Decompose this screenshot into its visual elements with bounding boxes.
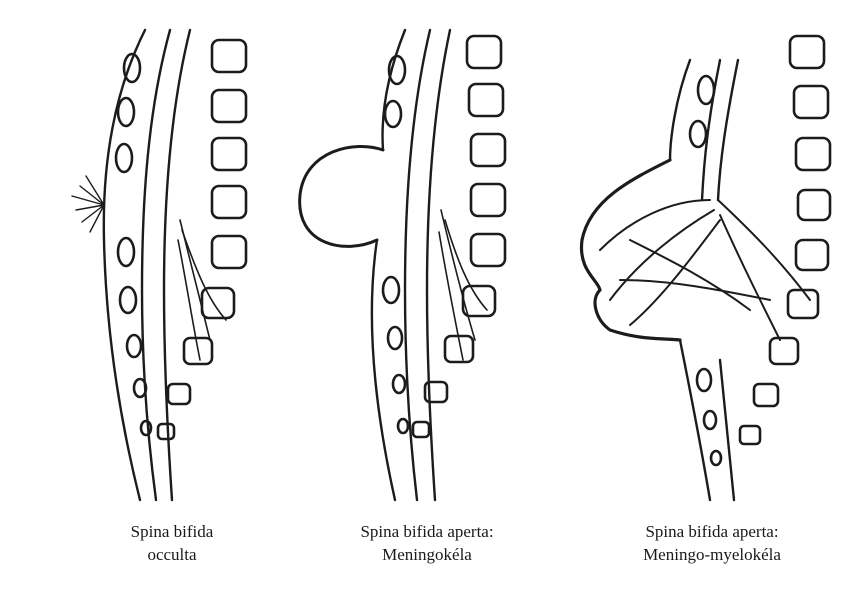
spinous-process [141,421,151,435]
vertebra [212,90,246,122]
vertebra [471,184,505,216]
spinous-process [385,101,401,127]
vertebra [469,84,503,116]
meningocele-drawing [285,0,569,520]
canal-wall [720,360,734,500]
occulta-drawing [30,0,314,520]
spinous-process [697,369,711,391]
hair-tuft-icon [72,176,104,232]
spinous-process [383,277,399,303]
vertebra [413,422,429,437]
myelomeningocele-sac [581,160,680,340]
vertebra [796,138,830,170]
caption-line: Meningokéla [285,543,569,566]
vertebra [212,40,246,72]
vertebra [796,240,828,270]
vertebra [740,426,760,444]
vertebra [212,138,246,170]
spinous-process [116,144,132,172]
caption-occulta: Spina bifida occulta [30,520,314,566]
panel-occulta: Spina bifida occulta [30,0,314,616]
panel-myelomeningocele: Spina bifida aperta: Meningo-myelokéla [570,0,854,616]
spinous-process [398,419,408,433]
spinous-process [120,287,136,313]
canal-wall [718,60,738,200]
caption-line: Spina bifida [30,520,314,543]
spinous-process [698,76,714,104]
vertebra [471,134,505,166]
spinous-process [118,238,134,266]
spinous-process [393,375,405,393]
vertebra [790,36,824,68]
vertebra [471,234,505,266]
vertebra [212,236,246,268]
canal-wall [427,30,450,500]
caption-line: Meningo-myelokéla [570,543,854,566]
spinous-process [388,327,402,349]
canal-wall [142,30,170,500]
spinous-process [118,98,134,126]
vertebra [158,424,174,439]
caption-line: occulta [30,543,314,566]
vertebra [467,36,501,68]
myelomeningocele-drawing [570,0,854,520]
spinous-process [704,411,716,429]
panel-meningocele: Spina bifida aperta: Meningokéla [285,0,569,616]
nerve-root [630,240,750,310]
nerve-root [620,280,770,300]
vertebrae [383,36,505,437]
nerve-root [720,215,780,340]
meningocele-sac [300,146,383,246]
caption-myelomeningocele: Spina bifida aperta: Meningo-myelokéla [570,520,854,566]
caption-line: Spina bifida aperta: [285,520,569,543]
vertebra [168,384,190,404]
spinous-process [690,121,706,147]
skin-line [372,240,395,500]
vertebrae [690,36,830,465]
skin-line [383,30,405,150]
canal-wall [164,30,190,500]
spinous-process [711,451,721,465]
vertebra [788,290,818,318]
vertebrae [116,40,246,439]
vertebra [212,186,246,218]
skin-line [680,340,710,500]
caption-line: Spina bifida aperta: [570,520,854,543]
caption-meningocele: Spina bifida aperta: Meningokéla [285,520,569,566]
nerve-root [182,230,226,320]
vertebra [770,338,798,364]
vertebra [794,86,828,118]
spinous-process [127,335,141,357]
nerve-root [600,200,710,250]
skin-line [670,60,690,160]
vertebra [798,190,830,220]
vertebra [754,384,778,406]
